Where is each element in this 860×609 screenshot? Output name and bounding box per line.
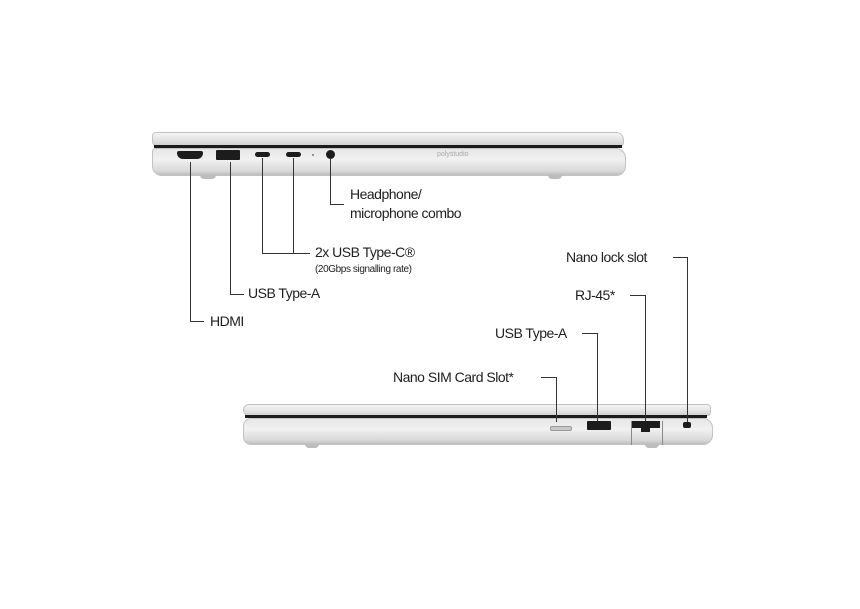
audio-leader bbox=[330, 158, 331, 204]
hdmi-leader bbox=[190, 321, 204, 322]
usb-c-port bbox=[286, 152, 301, 157]
rj45-clip bbox=[641, 428, 650, 432]
led-indicator bbox=[312, 154, 314, 156]
rj45-port bbox=[632, 421, 660, 428]
nano-lock-label: Nano lock slot bbox=[566, 249, 647, 265]
sim-label: Nano SIM Card Slot* bbox=[393, 369, 514, 385]
usb-c-leader bbox=[262, 158, 263, 254]
rj45-leader bbox=[645, 295, 646, 421]
rj45-flap bbox=[631, 421, 663, 445]
hdmi-leader bbox=[190, 162, 191, 322]
nano-lock-slot bbox=[683, 422, 691, 428]
laptop-left-side-view: polystudio bbox=[152, 130, 626, 180]
laptop-base bbox=[243, 418, 713, 445]
sim-slot bbox=[550, 426, 572, 431]
laptop-lid bbox=[152, 132, 624, 146]
usb-c-label: 2x USB Type-C® bbox=[315, 244, 415, 260]
usb-a-leader bbox=[230, 294, 244, 295]
hinge-seam bbox=[154, 145, 622, 148]
usb-a-label-left: USB Type-A bbox=[248, 285, 320, 301]
usb-a-port bbox=[216, 150, 240, 160]
usb-a-label-right: USB Type-A bbox=[495, 325, 567, 341]
nano-lock-leader bbox=[687, 257, 688, 422]
sim-leader bbox=[541, 377, 556, 378]
laptop-foot bbox=[645, 444, 659, 448]
usb-a-leader-right bbox=[582, 333, 597, 334]
audio-leader bbox=[330, 204, 344, 205]
usb-a-leader bbox=[230, 162, 231, 295]
usb-c-port bbox=[255, 152, 270, 157]
usb-c-leader bbox=[262, 253, 310, 254]
laptop-right-side-view bbox=[243, 402, 713, 448]
sim-leader bbox=[556, 377, 557, 422]
hinge-seam bbox=[245, 415, 707, 418]
usb-c-leader bbox=[293, 158, 294, 254]
audio-label-line1: Headphone/ bbox=[350, 186, 422, 202]
hdmi-port bbox=[177, 151, 203, 159]
usb-c-sublabel: (20Gbps signalling rate) bbox=[315, 264, 412, 275]
hdmi-label: HDMI bbox=[210, 313, 244, 329]
brand-mark: polystudio bbox=[437, 151, 469, 158]
audio-label-line2: microphone combo bbox=[350, 205, 462, 221]
nano-lock-leader bbox=[673, 257, 687, 258]
audio-jack bbox=[326, 150, 335, 159]
rj45-label: RJ-45* bbox=[575, 287, 615, 303]
usb-a-port bbox=[587, 421, 611, 430]
usb-a-leader-right bbox=[597, 333, 598, 421]
laptop-foot bbox=[305, 444, 319, 448]
laptop-foot bbox=[548, 175, 562, 179]
rj45-leader bbox=[630, 295, 645, 296]
laptop-foot bbox=[200, 175, 216, 179]
